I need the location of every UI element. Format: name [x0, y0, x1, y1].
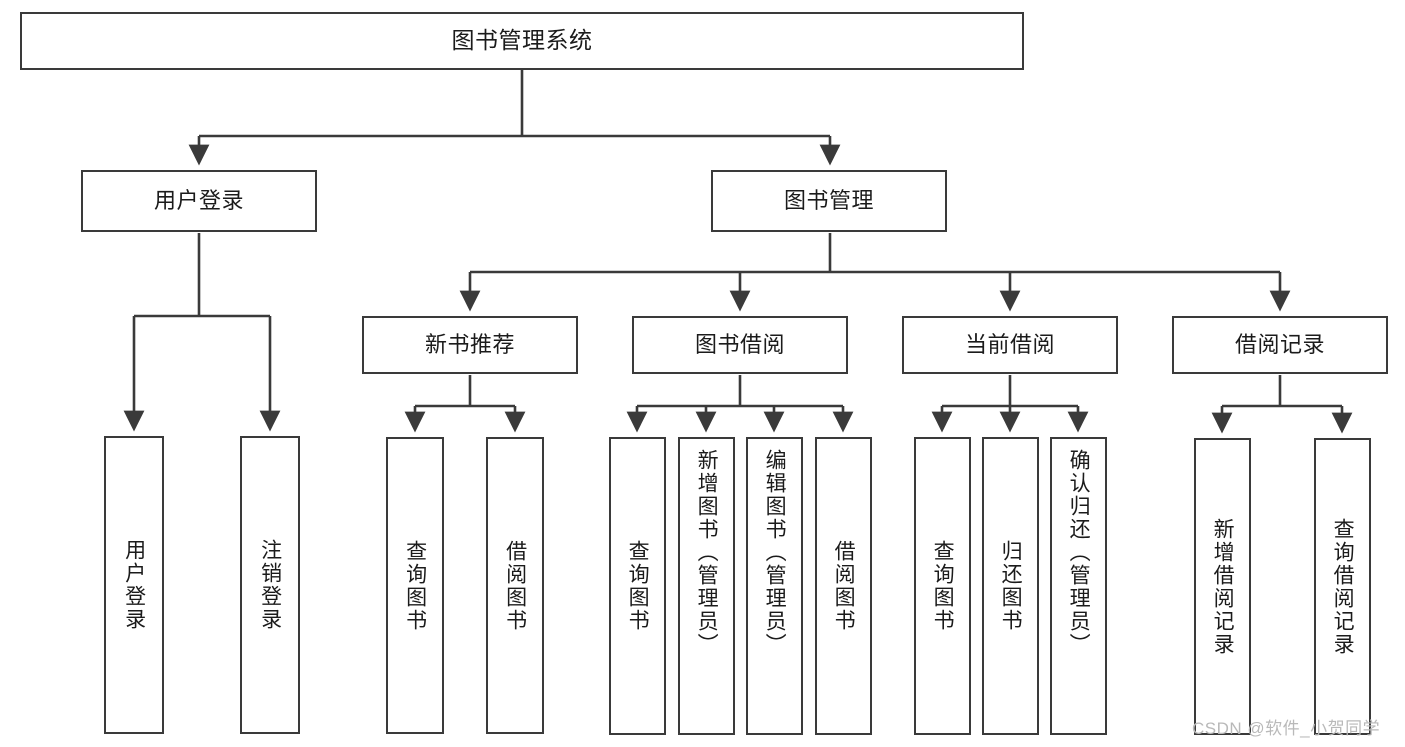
node-leaf-query-book-1-label: 查询图书 [403, 539, 427, 632]
node-leaf-add-borrow-record-label: 新增借阅记录 [1211, 517, 1235, 656]
node-leaf-borrow-book-2[interactable]: 借阅图书 [815, 437, 872, 735]
node-root[interactable]: 图书管理系统 [20, 12, 1024, 70]
node-leaf-user-login[interactable]: 用户登录 [104, 436, 164, 734]
watermark: CSDN @软件_小贺同学 [1192, 719, 1381, 738]
node-leaf-confirm-return-admin-label: 确认归还（管理员） [1067, 449, 1091, 656]
node-current-borrow-label: 当前借阅 [964, 332, 1055, 358]
node-leaf-borrow-book-1-label: 借阅图书 [503, 539, 527, 632]
node-leaf-add-book-admin-label: 新增图书（管理员） [695, 449, 719, 656]
node-borrow-record-label: 借阅记录 [1234, 332, 1325, 358]
node-current-borrow[interactable]: 当前借阅 [902, 316, 1118, 374]
node-leaf-edit-book-admin-label: 编辑图书（管理员） [763, 449, 787, 656]
node-leaf-query-book-2[interactable]: 查询图书 [609, 437, 666, 735]
node-leaf-user-login-label: 用户登录 [122, 539, 146, 631]
node-leaf-query-borrow-record[interactable]: 查询借阅记录 [1314, 438, 1371, 735]
node-leaf-return-book-label: 归还图书 [999, 540, 1023, 632]
node-root-label: 图书管理系统 [451, 27, 593, 54]
node-leaf-confirm-return-admin[interactable]: 确认归还（管理员） [1050, 437, 1107, 735]
node-leaf-edit-book-admin[interactable]: 编辑图书（管理员） [746, 437, 803, 735]
node-leaf-add-borrow-record[interactable]: 新增借阅记录 [1194, 438, 1251, 735]
node-user-login-label: 用户登录 [153, 188, 244, 214]
node-leaf-query-book-3[interactable]: 查询图书 [914, 437, 971, 735]
node-leaf-return-book[interactable]: 归还图书 [982, 437, 1039, 735]
node-leaf-borrow-book-1[interactable]: 借阅图书 [486, 437, 544, 734]
node-leaf-query-book-3-label: 查询图书 [931, 540, 955, 632]
node-leaf-logout-login[interactable]: 注销登录 [240, 436, 300, 734]
node-leaf-query-book-2-label: 查询图书 [626, 540, 650, 632]
node-new-book-recommend-label: 新书推荐 [424, 332, 515, 358]
node-book-borrow-label: 图书借阅 [694, 332, 785, 358]
node-leaf-logout-login-label: 注销登录 [258, 539, 282, 631]
node-book-borrow[interactable]: 图书借阅 [632, 316, 848, 374]
node-book-manage-label: 图书管理 [783, 188, 874, 214]
node-new-book-recommend[interactable]: 新书推荐 [362, 316, 578, 374]
node-book-manage[interactable]: 图书管理 [711, 170, 947, 232]
node-borrow-record[interactable]: 借阅记录 [1172, 316, 1388, 374]
node-leaf-borrow-book-2-label: 借阅图书 [832, 540, 856, 632]
node-leaf-query-borrow-record-label: 查询借阅记录 [1331, 517, 1355, 656]
node-user-login[interactable]: 用户登录 [81, 170, 317, 232]
node-leaf-query-book-1[interactable]: 查询图书 [386, 437, 444, 734]
node-leaf-add-book-admin[interactable]: 新增图书（管理员） [678, 437, 735, 735]
